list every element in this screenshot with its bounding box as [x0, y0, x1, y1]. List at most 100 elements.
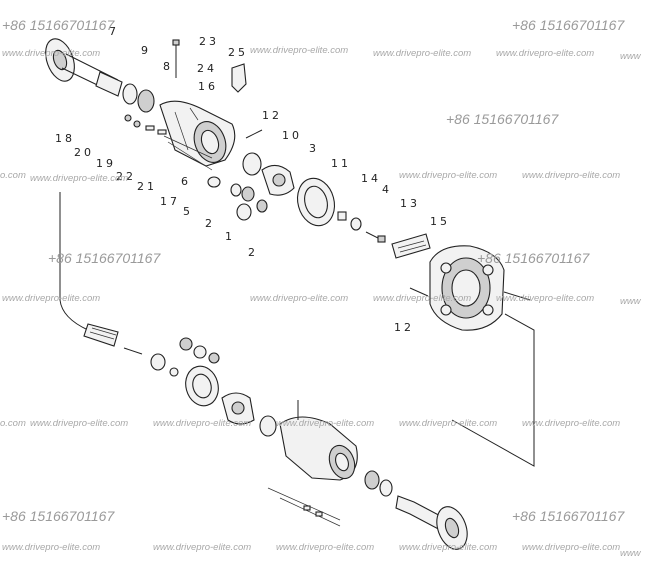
watermark-site-r5-d: www.drivepro-elite.com [399, 542, 498, 553]
watermark-site-r3-b: www.drivepro-elite.com [250, 293, 349, 304]
watermark-site-r5-e: www.drivepro-elite.com [522, 542, 621, 553]
part-3-diff-case [261, 164, 295, 196]
lower-spacer [169, 367, 179, 377]
watermark-site-r1-c: www.drivepro-elite.com [373, 48, 472, 59]
watermark-site-r2-a: www.drivepro-elite.com [30, 173, 129, 184]
callout-2-lower: 2 [248, 246, 258, 259]
lower-bearing [259, 415, 277, 437]
callout-24: 24 [197, 62, 217, 75]
watermark-site-r1-a: www.drivepro-elite.com [2, 48, 101, 59]
watermark-site-r5-a: www.drivepro-elite.com [2, 542, 101, 553]
callout-1: 1 [225, 230, 235, 243]
callout-11: 11 [331, 157, 351, 170]
lower-bolt-cluster [267, 487, 341, 527]
watermark-phone-bottom-right: +86 15166701167 [512, 508, 625, 524]
callout-13: 13 [400, 197, 420, 210]
part-14-shim [337, 211, 347, 221]
callout-3: 3 [309, 142, 319, 155]
watermark-phone-mid-left: +86 15166701167 [48, 250, 161, 266]
part-16-axle-housing [159, 100, 236, 167]
part-2-gear-lower [256, 199, 268, 213]
lower-ring-gear [185, 365, 219, 407]
watermark-site-r2-b: www.drivepro-elite.com [399, 170, 498, 181]
watermark-phone-top-left: +86 15166701167 [2, 17, 115, 33]
part-23-bolt [172, 39, 180, 78]
lower-diff-case [221, 392, 255, 425]
part-2-gear-upper [241, 186, 255, 202]
watermark-site-r1-b: www.drivepro-elite.com [250, 45, 349, 56]
part-4-washer [350, 217, 362, 231]
watermark-site-edge-right-2: www [620, 548, 641, 559]
watermark-site-r3-edge: www [620, 296, 641, 307]
callout-10: 10 [282, 129, 302, 142]
lower-washer [150, 353, 166, 371]
watermark-site-r5-c: www.drivepro-elite.com [276, 542, 375, 553]
callout-7: 7 [109, 25, 119, 38]
watermark-site-r4-d: www.drivepro-elite.com [399, 418, 498, 429]
watermark-phone-top-right: +86 15166701167 [512, 17, 625, 33]
callout-16: 16 [198, 80, 218, 93]
part-7-shaft-flange [45, 38, 123, 97]
lower-ring [379, 479, 393, 497]
callout-15: 15 [430, 215, 450, 228]
watermark-site-r3-a: www.drivepro-elite.com [2, 293, 101, 304]
watermark-site-tail-left-2: o.com [0, 418, 26, 429]
watermark-phone-mid-upper: +86 15166701167 [446, 111, 559, 127]
lower-small-gear-c [208, 352, 220, 364]
callout-21: 21 [137, 180, 157, 193]
callout-2-left: 2 [205, 217, 215, 230]
callout-25: 25 [228, 46, 248, 59]
callout-14: 14 [361, 172, 381, 185]
part-10-bearing [242, 152, 262, 176]
frame-line-left [59, 192, 89, 331]
watermark-site-r1-d: www.drivepro-elite.com [496, 48, 595, 59]
callout-20: 20 [74, 146, 94, 159]
callout-23: 23 [199, 35, 219, 48]
watermark-site-r2-c: www.drivepro-elite.com [522, 170, 621, 181]
part-9-seal [122, 83, 138, 105]
callout-9: 9 [141, 44, 151, 57]
part-8-bearing [137, 89, 155, 113]
watermark-site-r5-b: www.drivepro-elite.com [153, 542, 252, 553]
watermark-phone-bottom-left: +86 15166701167 [2, 508, 115, 524]
part-12-pin [245, 129, 263, 139]
callout-12-upper: 12 [262, 109, 282, 122]
lower-axle-housing [279, 400, 358, 481]
carrier-housing [429, 245, 531, 331]
part-12-pin-lower [409, 287, 429, 297]
watermark-site-r3-c: www.drivepro-elite.com [373, 293, 472, 304]
callout-4: 4 [382, 183, 392, 196]
callout-18: 18 [55, 132, 75, 145]
watermark-site-r4-a: www.drivepro-elite.com [30, 418, 129, 429]
watermark-site-r4-b: www.drivepro-elite.com [153, 418, 252, 429]
callout-6: 6 [181, 175, 191, 188]
lower-small-gear-b [193, 345, 207, 359]
lower-small-gear-a [179, 337, 193, 351]
callout-5: 5 [183, 205, 193, 218]
callout-22: 22 [116, 170, 136, 183]
lower-seal [364, 470, 380, 490]
lower-shaft-flange [395, 495, 468, 550]
watermark-site-r4-c: www.drivepro-elite.com [276, 418, 375, 429]
watermark-site-r3-d: www.drivepro-elite.com [496, 293, 595, 304]
part-6-pinion [207, 176, 221, 188]
lower-bolt [123, 347, 143, 355]
callout-17: 17 [160, 195, 180, 208]
watermark-phone-mid-right: +86 15166701167 [477, 250, 590, 266]
frame-line-right [451, 313, 535, 467]
watermark-site-r1-edge: www [620, 51, 641, 62]
lower-pinion [83, 323, 119, 347]
part-11-ring-gear [296, 177, 336, 227]
small-parts-cluster [124, 114, 213, 171]
watermark-site-r4-e: www.drivepro-elite.com [522, 418, 621, 429]
part-5-washer [230, 183, 242, 197]
callout-8: 8 [163, 60, 173, 73]
part-1-side-gear [236, 203, 252, 221]
callout-12-lower: 12 [394, 321, 414, 334]
part-13-bolt [365, 231, 386, 243]
part-15-pinion-shaft [391, 233, 431, 259]
watermark-site-tail-left-1: o.com [0, 170, 26, 181]
callout-19: 19 [96, 157, 116, 170]
